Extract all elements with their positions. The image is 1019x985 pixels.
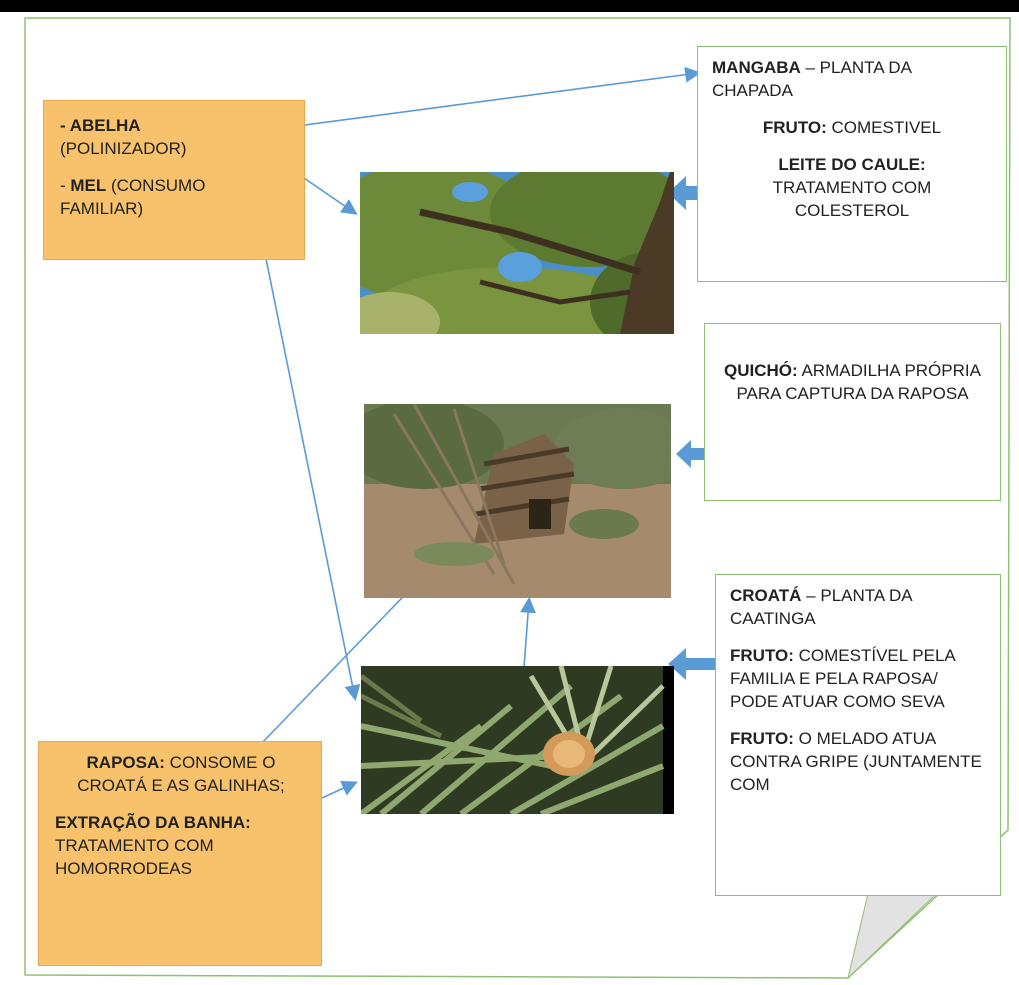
arrow-plant-to-trap — [524, 600, 529, 668]
croata-fruto2-label: FRUTO: — [730, 729, 794, 748]
croata-fruto1-label: FRUTO: — [730, 646, 794, 665]
mel-label: MEL — [70, 176, 106, 195]
mangaba-tree-photo — [360, 172, 674, 334]
mangaba-box: MANGABA – PLANTA DA CHAPADA FRUTO: COMES… — [697, 46, 1007, 282]
quicho-trap-photo — [364, 404, 671, 598]
raposa-label: RAPOSA: — [87, 753, 165, 772]
leite-label: LEITE DO CAULE: — [778, 155, 925, 174]
mangaba-fruto-text: COMESTIVEL — [827, 118, 941, 137]
mangaba-label: MANGABA — [712, 58, 801, 77]
quicho-box: QUICHÓ: ARMADILHA PRÓPRIA PARA CAPTURA D… — [704, 323, 1001, 501]
banha-text: TRATAMENTO COM HOMORRODEAS — [55, 836, 214, 878]
banha-label: EXTRAÇÃO DA BANHA: — [55, 813, 251, 832]
abelha-label: - ABELHA — [60, 116, 141, 135]
leite-text: TRATAMENTO COM COLESTEROL — [747, 177, 957, 223]
mel-prefix: - — [60, 176, 70, 195]
quicho-label: QUICHÓ: — [724, 361, 798, 380]
polinizador-text: (POLINIZADOR) — [60, 139, 187, 158]
croata-label: CROATÁ — [730, 586, 801, 605]
raposa-box: RAPOSA: CONSOME O CROATÁ E AS GALINHAS; … — [38, 741, 322, 966]
croata-plant-photo — [361, 666, 674, 814]
abelha-box: - ABELHA (POLINIZADOR) - MEL (CONSUMO FA… — [43, 100, 305, 260]
croata-box: CROATÁ – PLANTA DA CAATINGA FRUTO: COMES… — [715, 574, 1001, 896]
mangaba-fruto-label: FRUTO: — [763, 118, 827, 137]
